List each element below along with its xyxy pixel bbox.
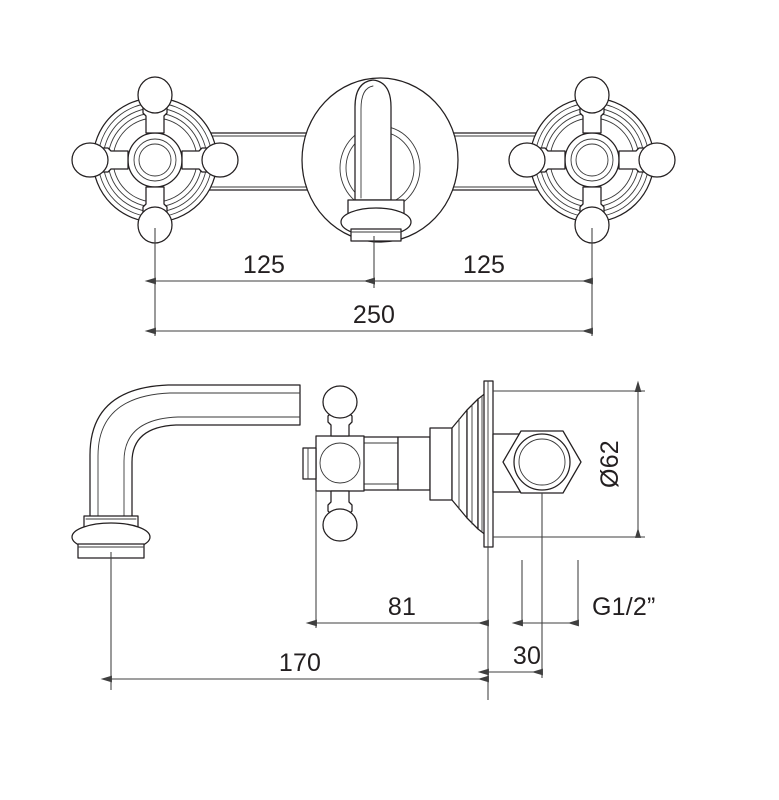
dim-250-label: 250	[353, 301, 395, 329]
wall-escutcheon-cone	[397, 391, 488, 537]
dim-thread-label: G1/2”	[592, 593, 656, 621]
curved-spout-front	[340, 79, 412, 242]
wall-plate	[483, 380, 494, 548]
spout-aerator	[340, 199, 412, 242]
dimension-diameter-62: Ø62	[493, 380, 645, 538]
spout-aerator-side	[71, 515, 151, 559]
side-section-view: Ø62 81 30 G1/2”	[71, 380, 656, 700]
dim-170-label: 170	[279, 649, 321, 677]
front-elevation-view: 125 125 250	[71, 76, 676, 336]
dimension-250-total: 250	[144, 301, 593, 335]
dim-30-label: 30	[513, 642, 541, 670]
dimension-170: 170	[100, 552, 489, 690]
dimension-125-left: 125	[144, 251, 375, 285]
right-cross-handle	[508, 76, 676, 244]
dim-125-right-label: 125	[463, 251, 505, 279]
left-cross-handle	[71, 76, 239, 244]
dimension-81: 81	[305, 491, 489, 700]
side-cross-handle	[302, 385, 399, 542]
dim-125-left-label: 125	[243, 251, 285, 279]
dimension-125-right: 125	[363, 251, 593, 285]
dimension-thread-g12: G1/2”	[511, 560, 656, 627]
hex-nut-inlet	[502, 430, 582, 494]
curved-spout	[71, 384, 301, 559]
dim-81-label: 81	[388, 593, 416, 621]
dimension-30: 30	[477, 493, 543, 678]
dim-diameter-62-label: Ø62	[596, 440, 624, 488]
